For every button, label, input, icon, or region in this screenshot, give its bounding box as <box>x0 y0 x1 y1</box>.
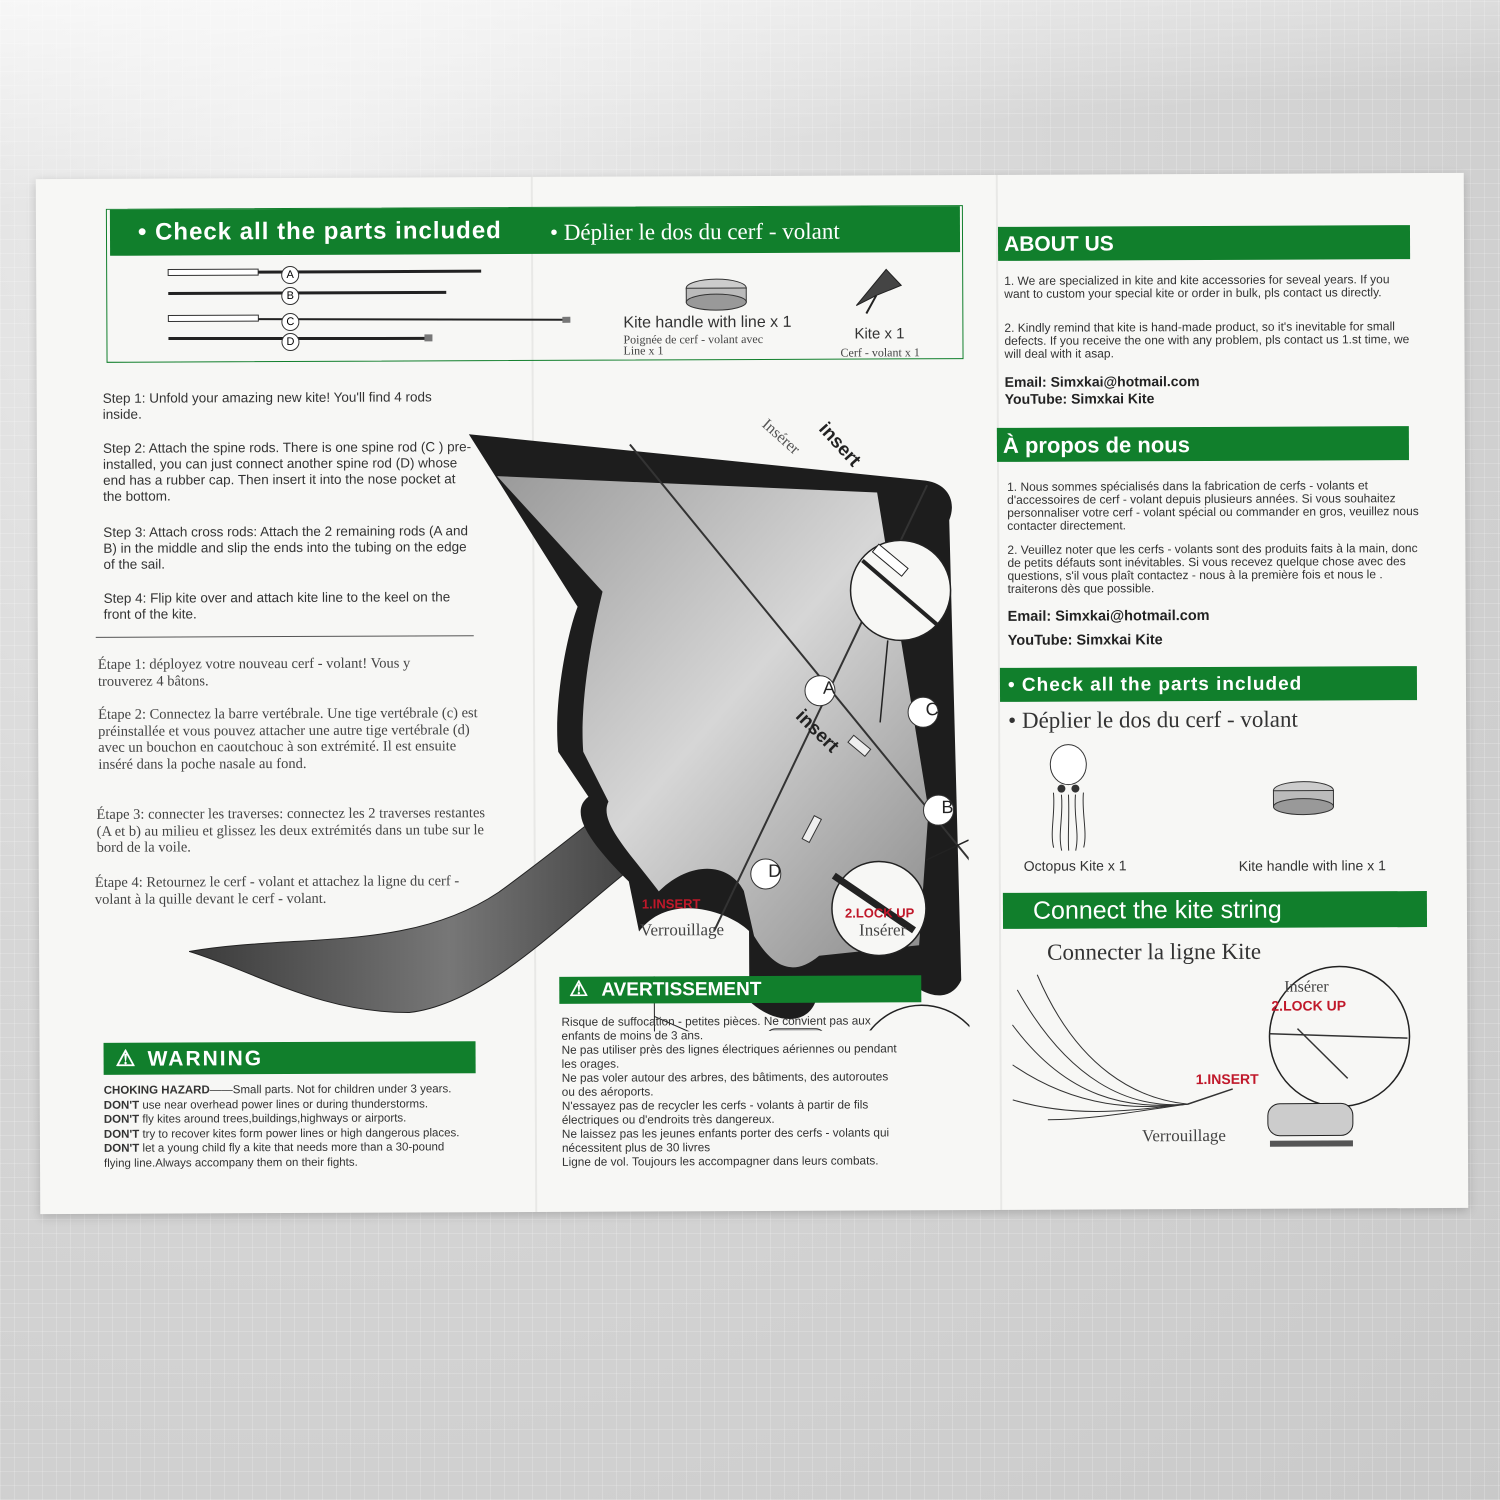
warning-lead: DON'T <box>103 1142 140 1155</box>
diagram-label-c: C <box>925 699 939 720</box>
warning-line: flying line.Always accompany them on the… <box>104 1155 504 1171</box>
diagram-verrouillage: Verrouillage <box>639 920 725 940</box>
connect-verrouillage: Verrouillage <box>1141 1125 1227 1146</box>
diagram-inserer-2: Insérer <box>858 920 907 940</box>
kite-handle-label: Kite handle with line x 1 <box>623 313 792 332</box>
connect-inserer: Insérer <box>1284 978 1329 996</box>
warning-lead: DON'T <box>103 1099 140 1112</box>
about-item-2: 2. Kindly remind that kite is hand-made … <box>1004 319 1410 361</box>
kite-icon <box>855 268 903 314</box>
about-title: ABOUT US <box>1003 232 1114 256</box>
diagram-label-d: D <box>768 860 782 881</box>
apropos-item-1: 1. Nous sommes spécialisés dans la fabri… <box>1007 478 1419 533</box>
rod-label-b: B <box>281 286 300 306</box>
handle-label: Kite handle with line x 1 <box>1238 857 1386 874</box>
connect-header: Connect the kite string <box>1002 891 1428 929</box>
warning-header: ⚠ WARNING <box>103 1041 476 1075</box>
warning-lead: DON'T <box>103 1113 140 1126</box>
about-header: ABOUT US <box>997 225 1411 261</box>
connect-string-diagram <box>1012 965 1411 1147</box>
warning-title: WARNING <box>147 1047 264 1071</box>
apropos-youtube: YouTube: Simxkai Kite <box>1007 632 1163 649</box>
avertissement-title: AVERTISSEMENT <box>601 978 762 1001</box>
kite-label: Kite x 1 <box>854 325 905 343</box>
apropos-email: Email: Simxkai@hotmail.com <box>1007 608 1210 625</box>
warning-list: CHOKING HAZARD——Small parts. Not for chi… <box>104 1082 504 1171</box>
apropos-header: À propos de nous <box>996 426 1409 462</box>
check-title: • Check all the parts included <box>1007 673 1303 696</box>
connect-title: Connect the kite string <box>1032 895 1282 925</box>
about-youtube: YouTube: Simxkai Kite <box>1004 390 1155 407</box>
warning-text: ——Small parts. Not for children under 3 … <box>209 1083 452 1097</box>
diagram-step-insert: 1.INSERT <box>641 896 701 912</box>
warning-text: use near overhead power lines or during … <box>139 1097 429 1112</box>
octopus-kite-icon <box>1049 744 1087 851</box>
avertissement-line: Ligne de vol. Toujours les accompagner d… <box>562 1153 879 1169</box>
rods-diagram <box>167 268 571 342</box>
kite-assembly-diagram <box>188 434 970 1034</box>
diagram-step-lock: 2.LOCK UP <box>844 905 915 921</box>
warning-icon: ⚠ <box>115 1045 136 1071</box>
kite-handle-icon <box>685 278 747 311</box>
check-header: • Check all the parts included <box>999 666 1418 702</box>
parts-header-fr: • Déplier le dos du cerf - volant <box>549 218 840 245</box>
warning-line: CHOKING HAZARD——Small parts. Not for chi… <box>104 1082 504 1098</box>
warning-lead: DON'T <box>103 1128 140 1141</box>
avertissement-text: Risque de suffocation - petites pièces. … <box>561 1013 957 1169</box>
octopus-label: Octopus Kite x 1 <box>1023 857 1127 874</box>
deplier-title: • Déplier le dos du cerf - volant <box>1008 706 1298 733</box>
warning-icon: ⚠ <box>569 977 589 1001</box>
apropos-title: À propos de nous <box>1002 432 1190 458</box>
warning-text: fly kites around trees,buildings,highway… <box>139 1112 407 1126</box>
avertissement-header: ⚠ AVERTISSEMENT <box>559 975 922 1004</box>
warning-text: try to recover kites form power lines or… <box>139 1126 460 1141</box>
kite-handle-label-fr: Poignée de cerf - volant avec Line x 1 <box>623 331 764 358</box>
connect-step-lock: 2.LOCK UP <box>1271 997 1347 1014</box>
instruction-sheet: • Check all the parts included • Déplier… <box>35 172 1469 1215</box>
kite-handle-icon-2 <box>1272 781 1335 816</box>
warning-text: let a young child fly a kite that needs … <box>139 1141 445 1155</box>
parts-header-en: • Check all the parts included <box>137 217 502 246</box>
warning-line: DON'T let a young child fly a kite that … <box>104 1140 504 1156</box>
diagram-label-a: A <box>822 677 836 698</box>
about-item-1: 1. We are specialized in kite and kite a… <box>1004 272 1390 301</box>
diagram-label-b: B <box>941 797 954 818</box>
rod-label-a: A <box>281 265 300 285</box>
rod-label-c: C <box>281 312 300 332</box>
rod-label-d: D <box>281 332 300 352</box>
about-email: Email: Simxkai@hotmail.com <box>1004 373 1200 390</box>
warning-lead: CHOKING HAZARD <box>103 1084 210 1097</box>
kite-label-fr: Cerf - volant x 1 <box>840 345 920 360</box>
parts-header: • Check all the parts included • Déplier… <box>109 206 961 256</box>
warning-text: flying line.Always accompany them on the… <box>104 1156 358 1170</box>
apropos-item-2: 2. Veuillez noter que les cerfs - volant… <box>1007 541 1418 596</box>
connect-step-insert: 1.INSERT <box>1195 1070 1259 1088</box>
